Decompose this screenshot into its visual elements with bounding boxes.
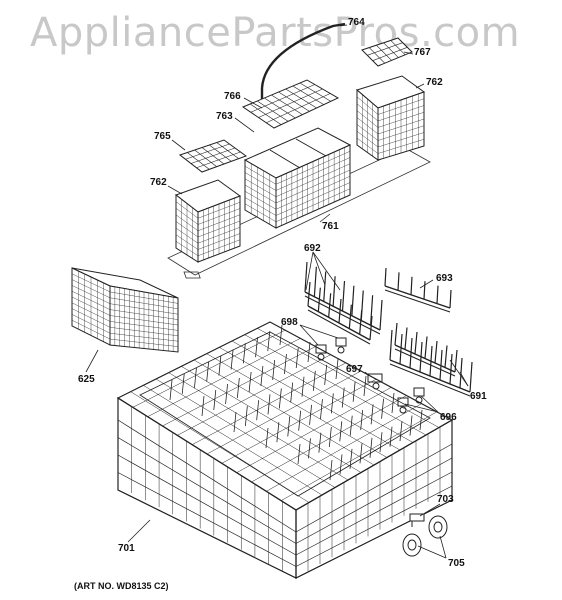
art-number: (ART NO. WD8135 C2) bbox=[74, 581, 169, 591]
wheels-705-part bbox=[402, 515, 448, 557]
basket-762-right-part bbox=[355, 75, 426, 161]
part-703 bbox=[409, 513, 425, 527]
basket-lid-part bbox=[241, 79, 340, 129]
basket-762-left-part bbox=[174, 179, 242, 263]
basket-625-part bbox=[71, 267, 201, 353]
callout-625: 625 bbox=[78, 374, 95, 385]
tine-row-692-part bbox=[304, 261, 383, 345]
callout-692: 692 bbox=[304, 243, 321, 254]
callout-764: 764 bbox=[348, 17, 365, 28]
callout-697: 697 bbox=[346, 364, 363, 375]
callout-698: 698 bbox=[281, 317, 298, 328]
callout-703: 703 bbox=[437, 494, 454, 505]
lid-765-part bbox=[178, 139, 248, 173]
callout-765: 765 bbox=[154, 131, 171, 142]
tine-row-691-part bbox=[389, 322, 473, 397]
lower-rack-part bbox=[116, 321, 454, 579]
callout-701: 701 bbox=[118, 543, 135, 554]
basket-763-part bbox=[243, 127, 352, 229]
leader-lines bbox=[85, 24, 469, 559]
callout-767: 767 bbox=[414, 47, 431, 58]
tine-row-693-part bbox=[384, 267, 452, 313]
callout-693: 693 bbox=[436, 273, 453, 284]
callout-762-left: 762 bbox=[150, 177, 167, 188]
callout-762-right: 762 bbox=[426, 77, 443, 88]
callout-761: 761 bbox=[322, 221, 339, 232]
callout-766: 766 bbox=[224, 91, 241, 102]
callout-705: 705 bbox=[448, 558, 465, 569]
watermark: AppliancePartsPros.com bbox=[30, 10, 521, 56]
small-lid-part bbox=[361, 37, 413, 67]
basket-handle-part bbox=[260, 22, 346, 100]
callout-691: 691 bbox=[470, 391, 487, 402]
clips-696-part bbox=[397, 387, 425, 414]
callout-696: 696 bbox=[440, 412, 457, 423]
callout-763: 763 bbox=[216, 111, 233, 122]
